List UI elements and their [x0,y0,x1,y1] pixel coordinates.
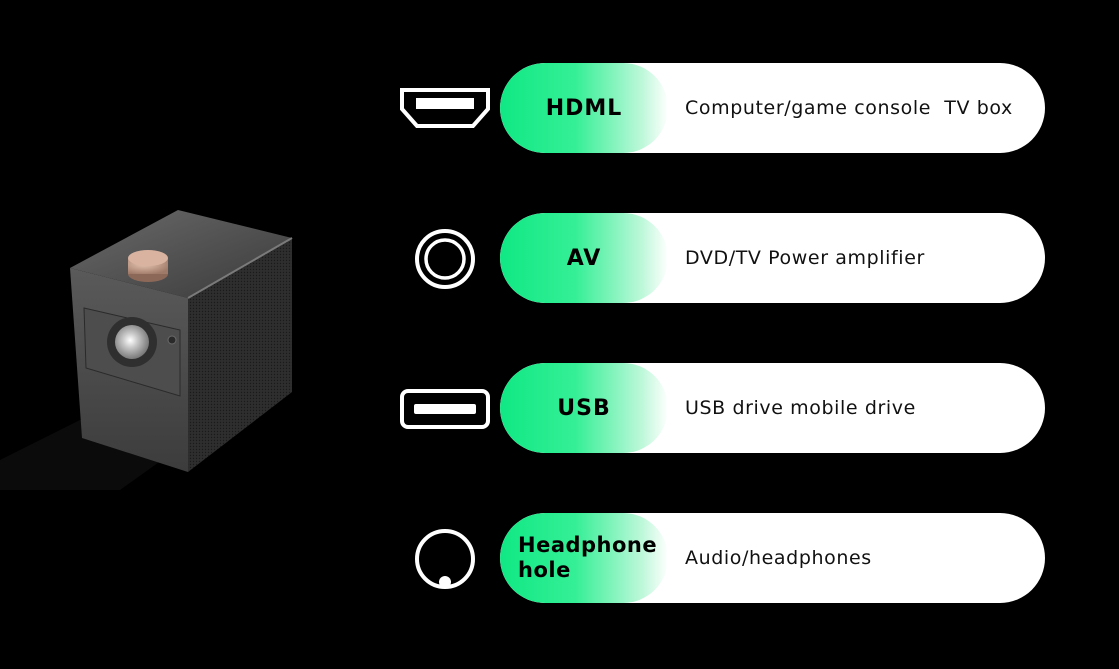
port-name: USB [500,363,668,453]
hdmi-port-icon [390,63,500,155]
headphone-pill: Headphone hole Audio/headphones [500,513,1045,603]
port-description: DVD/TV Power amplifier [685,247,925,269]
headphone-port-icon [390,513,500,605]
port-description: Audio/headphones [685,547,872,569]
port-row-hdmi: HDML Computer/game console TV box [390,63,1050,155]
port-name: HDML [500,63,668,153]
projector-image [0,210,293,490]
hdmi-pill: HDML Computer/game console TV box [500,63,1045,153]
usb-port-icon [390,363,500,455]
port-name: AV [500,213,668,303]
port-row-av: AV DVD/TV Power amplifier [390,213,1050,305]
port-description: Computer/game console TV box [685,97,1013,119]
port-name-line2: hole [518,558,571,582]
port-description: USB drive mobile drive [685,397,916,419]
usb-pill: USB USB drive mobile drive [500,363,1045,453]
av-port-icon [390,213,500,305]
port-name: Headphone hole [500,513,668,603]
av-pill: AV DVD/TV Power amplifier [500,213,1045,303]
port-row-usb: USB USB drive mobile drive [390,363,1050,455]
port-row-headphone: Headphone hole Audio/headphones [390,513,1050,605]
port-name-line1: Headphone [518,533,658,557]
